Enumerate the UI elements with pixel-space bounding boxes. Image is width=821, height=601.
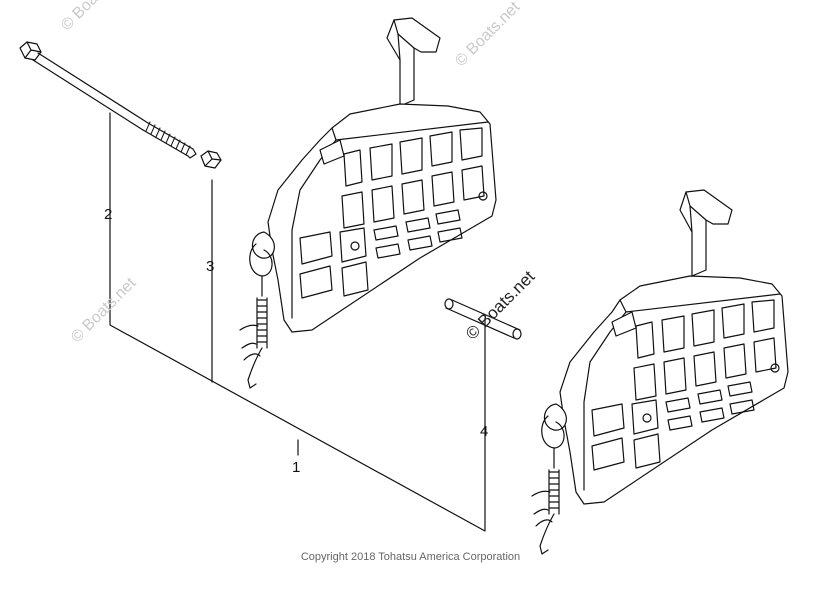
control-box-upper xyxy=(239,17,497,389)
nut xyxy=(200,150,222,169)
leader-lines xyxy=(109,112,486,532)
callout-2: 2 xyxy=(104,206,113,223)
pin xyxy=(444,298,522,340)
control-box-lower xyxy=(531,189,789,555)
callout-3: 3 xyxy=(206,258,215,275)
callout-4: 4 xyxy=(480,423,489,440)
bolt xyxy=(19,41,197,159)
callout-1: 1 xyxy=(292,459,301,476)
copyright-notice: Copyright 2018 Tohatsu America Corporati… xyxy=(300,551,521,563)
